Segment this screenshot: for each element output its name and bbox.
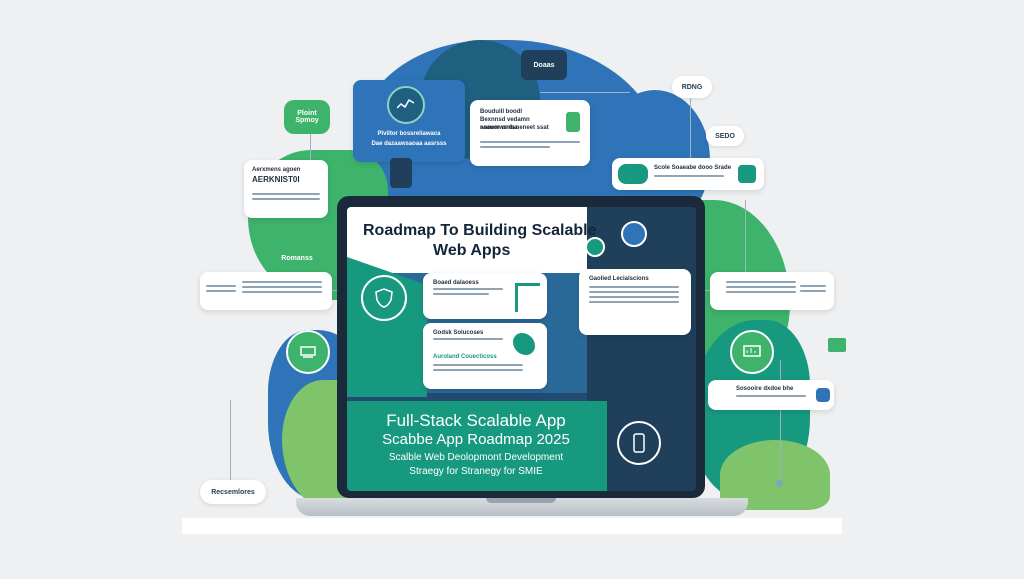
expand-icon [738,165,756,183]
banner-line4: Straegy for Stranegy for SMIE [409,466,543,477]
floating-card-top-center: Bouduill boodl Bexnnsd vedamn nooerrwsri… [470,100,590,166]
desk-icon [286,330,330,374]
card-subtitle: Auroland Couecticoss [433,354,497,360]
card-text-lines [252,190,320,203]
banner-line2: Scabbe App Roadmap 2025 [382,431,570,448]
leaf-icon [513,333,535,355]
tag-label: RDNG [681,83,703,91]
small-card-icon [828,338,846,352]
tree-icon [566,112,580,132]
card-line: Dae dazaawsaoaa aasrsss [371,141,447,147]
screen-card-3: Gaolied Lecialscions [579,269,691,335]
card-text-lines [242,278,322,296]
floating-card-top-left: Piviltor bossreliawaca Dae dazaawsaoaa a… [353,80,465,162]
phone-icon [617,421,661,465]
card-line: Aerxmens agoen [252,167,301,173]
ground-bar [182,518,842,534]
laptop-base [296,498,748,516]
connector-line [745,200,746,290]
card-title: Gaolied Lecialscions [589,276,649,282]
pill-label: Recsemlores [211,488,255,496]
floating-tag-top-right: RDNG [672,76,712,98]
card-text-lines [800,282,826,295]
floating-card-right-top: Scole Soaeabe dooo Srade [612,158,764,190]
card-line: Piviltor bossreliawaca [377,131,441,137]
plug-icon [585,237,605,257]
card-text-lines [480,138,580,151]
connector-line [690,88,691,158]
card-title: Bouduill boodl [480,109,522,115]
screen-card-2: Godsk Solucoses Auroland Couecticoss [423,323,547,389]
chart-icon [387,86,425,124]
screen-title-line1: Roadmap To Building Scalable [363,222,597,239]
card-text-lines [726,278,796,296]
switch-icon [618,164,648,184]
crane-icon [515,283,540,312]
tag-label: SEDO [715,132,735,140]
card-title: Sosooire dxdoe bhe [736,386,794,392]
phone-icon [390,158,412,188]
laptop-screen: Roadmap To Building Scalable Web Apps Bo… [347,207,696,491]
shield-icon [361,275,407,321]
floating-card-left: Aerxmens agoen AERKNIST0I [244,160,328,218]
card-text-lines [433,335,503,343]
card-text-lines [654,172,724,180]
card-text-lines [433,361,523,374]
chart-icon [816,388,830,402]
card-line: saauor undsneneet ssat [480,125,549,131]
connector-line [780,360,781,480]
floating-card-mid-right [710,272,834,310]
banner-line3: Scalble Web Deolopmont Development [388,452,564,463]
bubble-label: Doaas [533,61,555,69]
connector-line [540,92,630,93]
floating-card-right-bottom: Sosooire dxdoe bhe [708,380,834,410]
pill-label: Romanss [281,254,313,262]
screen-title-line2: Web Apps [433,242,511,259]
banner-line1: Full-Stack Scalable App [386,411,566,430]
card-text-lines [736,392,806,400]
card-text-lines [589,283,679,306]
card-text-lines [206,282,236,295]
card-title: Godsk Solucoses [433,330,484,336]
card-text-lines [433,285,503,298]
refresh-icon [621,221,647,247]
banner [347,401,607,491]
card-line: Bexnnsd vedamn nooerrwsrisa [480,117,530,131]
pill-label: Ploint Spmoy [295,110,319,124]
floating-pill-bottom-left: Recsemlores [200,480,266,504]
card-title: Scole Soaeabe dooo Srade [654,165,732,171]
laptop-notch [486,498,556,503]
floating-card-mid-left [200,272,332,310]
screen-card-1: Boaed dalaoess [423,273,547,319]
floating-bubble-top: Doaas [521,50,567,80]
connector-line [230,400,231,490]
floating-tag-right: SEDO [706,126,744,146]
dashboard-icon [730,330,774,374]
floating-pill-top-left: Ploint Spmoy [284,100,330,134]
card-title: AERKNIST0I [252,175,300,184]
floating-pill-mid-left: Romanss [270,246,324,270]
card-title: Boaed dalaoess [433,280,479,286]
connector-line [310,120,311,180]
connector-dot [776,480,783,487]
